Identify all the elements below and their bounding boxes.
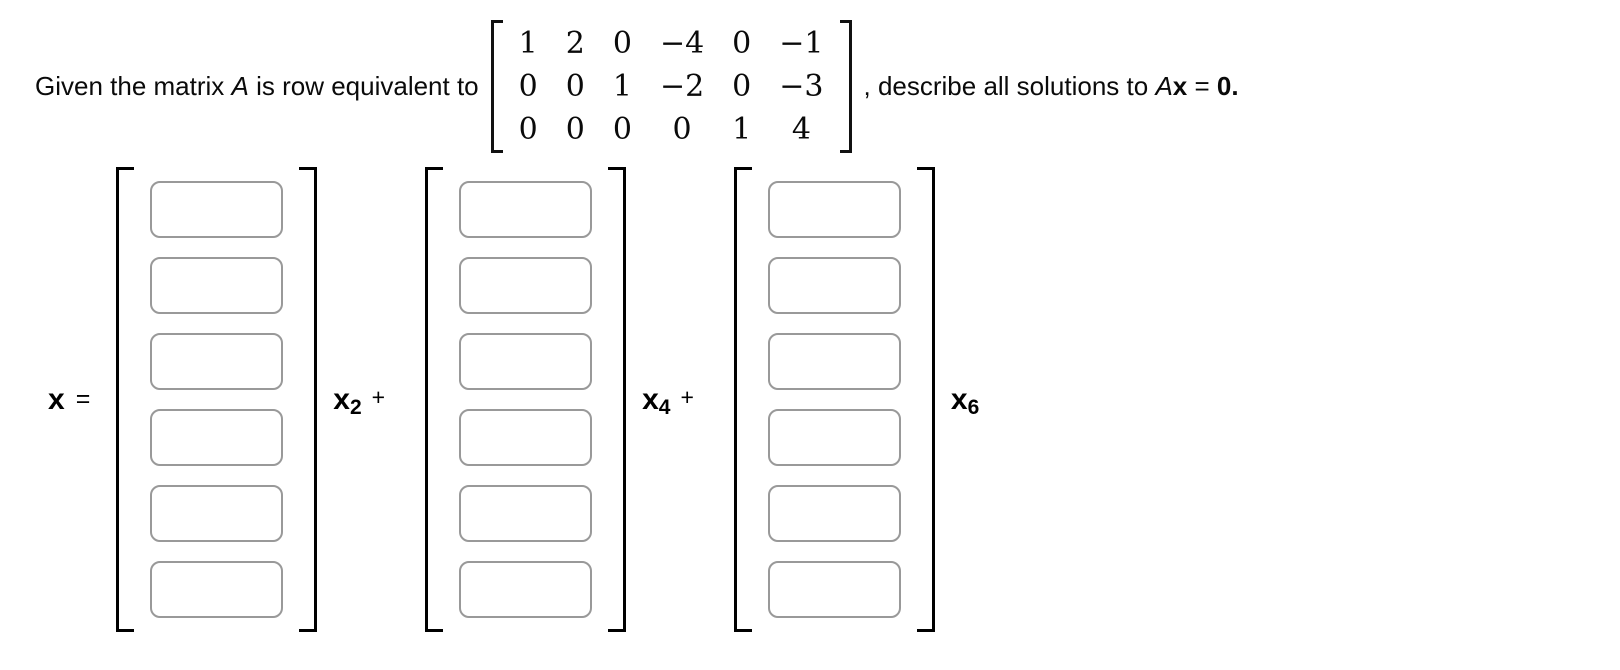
x-equals-label: x = [48,383,90,417]
equals-sign: = [75,385,91,413]
x6-entry-5-input[interactable] [767,485,901,542]
x4-entry-5-input[interactable] [459,485,593,542]
matrix-cell-r1c5: 0 [732,26,752,61]
x4-entry-4-input[interactable] [459,409,593,466]
x4-entry-2-input[interactable] [459,257,593,314]
vector-left-bracket [733,167,752,632]
x4-entry-1-input[interactable] [459,181,593,238]
vector-entries [752,167,917,632]
equation-period: . [1231,71,1239,101]
coefficient-label-x6: x 6 [951,380,989,420]
x-vector-symbol: x [48,382,65,416]
equation-matrix-symbol: A [1155,71,1173,101]
problem-text-suffix: , describe all solutions to [863,71,1156,101]
x2-entry-4-input[interactable] [150,409,284,466]
solution-vector-x2 [116,167,318,632]
equation-equals: = [1187,71,1217,101]
problem-statement: Given the matrix A is row equivalent to … [0,0,1620,153]
matrix-cell-r3c2: 0 [565,112,585,147]
matrix-left-bracket [490,20,503,153]
matrix-cell-r2c3: 1 [612,69,632,104]
x2-entry-5-input[interactable] [150,485,284,542]
plus-operator: + [371,384,386,410]
coefficient-base: x [642,382,659,416]
x6-entry-4-input[interactable] [767,409,901,466]
x2-entry-1-input[interactable] [150,181,284,238]
vector-entries [134,167,299,632]
matrix-cell-r2c2: 0 [565,69,585,104]
matrix-cell-r3c3: 0 [612,112,632,147]
matrix-cell-r1c6: −1 [779,26,824,61]
matrix-cell-r3c4: 0 [672,112,692,147]
matrix-cell-r2c6: −3 [779,69,824,104]
matrix-cell-r3c5: 1 [732,112,752,147]
coefficient-subscript: 2 [349,395,362,419]
coefficient-base: x [333,382,350,416]
x4-entry-6-input[interactable] [459,561,593,618]
matrix-cell-r1c2: 2 [565,26,585,61]
vector-left-bracket [425,167,444,632]
x2-entry-6-input[interactable] [150,561,284,618]
vector-right-bracket [608,167,627,632]
coefficient-subscript: 6 [967,395,980,419]
matrix-cell-r2c5: 0 [732,69,752,104]
solution-expression: x = x 2 + x 4 + x 6 [0,167,1620,632]
matrix-cell-r1c4: −4 [659,26,705,61]
x4-entry-3-input[interactable] [459,333,593,390]
plus-operator: + [680,384,694,410]
problem-text-prefix: Given the matrix [35,71,232,101]
matrix-right-bracket [839,20,852,153]
matrix-cell-r3c6: 4 [791,112,811,147]
matrix-cell-r2c1: 0 [518,69,538,104]
vector-left-bracket [116,167,135,632]
problem-text-middle: is row equivalent to [248,71,479,101]
vector-right-bracket [299,167,318,632]
x6-entry-3-input[interactable] [767,333,901,390]
x6-entry-1-input[interactable] [767,181,901,238]
vector-right-bracket [916,167,935,632]
coefficient-label-x2: x 2 + [333,380,385,420]
x2-entry-3-input[interactable] [150,333,284,390]
coefficient-subscript: 4 [658,395,671,419]
matrix-cell-r2c4: −2 [659,69,705,104]
matrix-cell-r3c1: 0 [518,112,538,147]
coefficient-base: x [950,382,968,416]
solution-vector-x6 [733,167,935,632]
matrix-cell-r1c1: 1 [518,26,538,61]
vector-entries [443,167,608,632]
equation-vector-symbol: x [1172,71,1188,101]
x6-entry-2-input[interactable] [767,257,901,314]
matrix-symbol: A [231,71,249,101]
coefficient-label-x4: x 4 + [642,380,694,420]
x6-entry-6-input[interactable] [767,561,901,618]
x2-entry-2-input[interactable] [150,257,284,314]
equation-zero: 0 [1216,71,1232,101]
solution-vector-x4 [425,167,627,632]
matrix-cell-r1c3: 0 [612,26,632,61]
